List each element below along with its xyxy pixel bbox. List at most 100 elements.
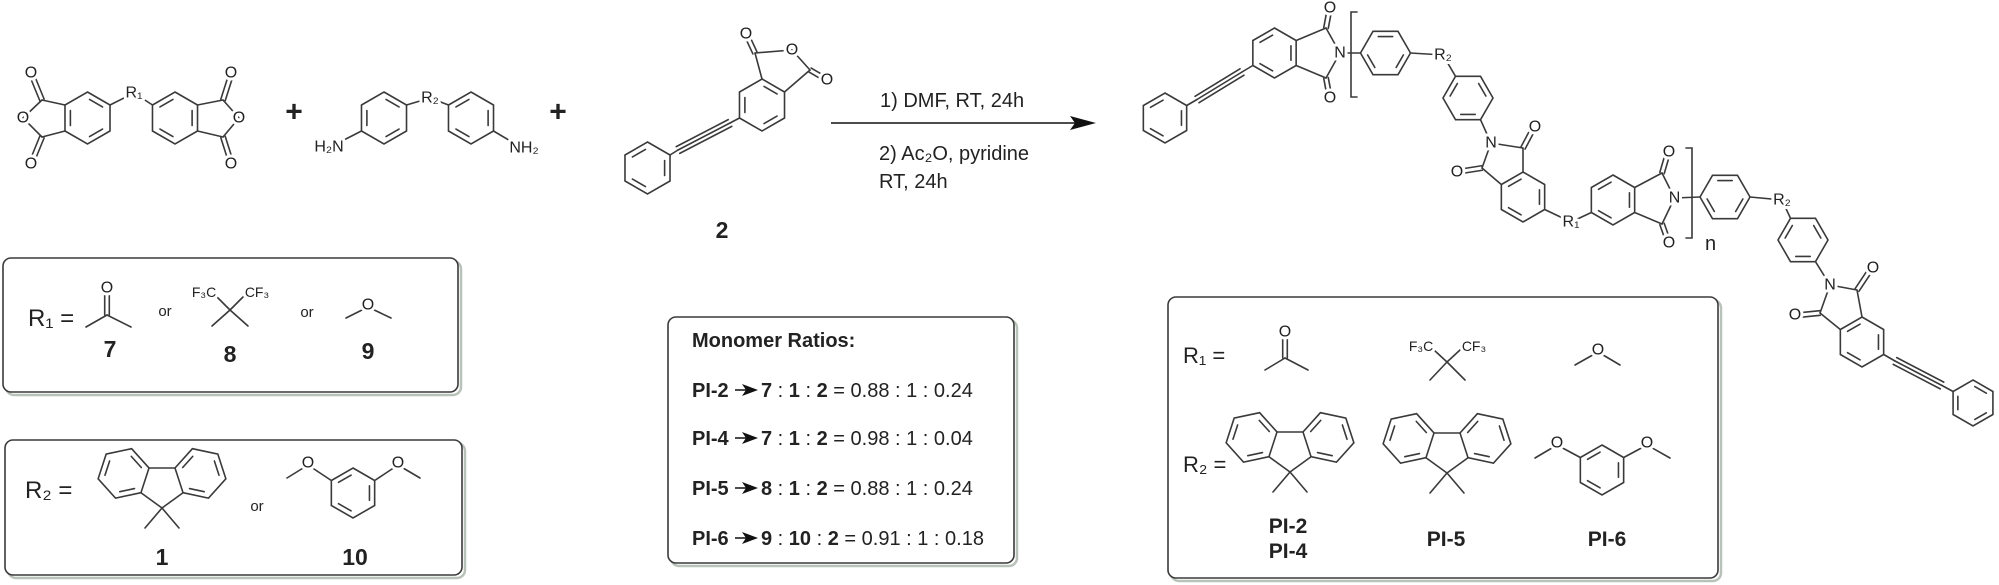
plus-sign: + [549,96,567,129]
bond [1829,284,1858,291]
ratio-ratio: 0.88 : 1 : 0.24 [851,380,973,402]
atom-label-o: O [1529,119,1541,136]
bond [1295,64,1327,79]
double-bond [745,38,754,55]
bond [1264,357,1286,371]
bond [1556,444,1582,459]
repeat-bracket-left [1350,11,1358,98]
double-bond [34,76,45,100]
double-bond [1322,10,1328,29]
bond [1633,211,1663,225]
molecule-drawings [22,10,1994,529]
ratio-arrow-head [742,532,758,544]
aromatic-bond [1812,224,1822,239]
double-bond [224,77,233,102]
condition-step-1: 1) DMF, RT, 24h [880,90,1024,112]
aromatic-bond [337,474,352,484]
ratio-expression: 9 : 10 : 2 = 0.91 : 1 : 0.18 [761,528,984,550]
ratio-endcap: 2 [817,478,828,500]
aromatic-bond [213,460,220,477]
bond [1534,444,1558,459]
atom-label-o: O [1451,164,1463,181]
atom-label-o: O [1641,435,1653,452]
monomer-ratios-box [667,316,1019,568]
ratio-diamine: 1 [789,478,800,500]
aromatic-bond [1466,420,1479,434]
repeat-unit-n: n [1705,233,1716,255]
aromatic-bond [631,148,647,158]
polymer-label-pi-6: PI-6 [1588,528,1627,551]
triple-bond [1892,363,1942,390]
aromatic-bond [1232,424,1239,441]
atom-label-nh2: NH₂ [509,140,538,157]
benzene-ring [1590,174,1636,226]
aromatic-bond [337,502,352,512]
aromatic-bond [1597,181,1612,191]
bond [1446,456,1469,474]
atom-label-f3c: F₃C [192,284,216,300]
triple-bond [678,125,733,155]
bond [405,97,431,106]
atom-label-o: O [821,72,833,89]
atom-label-n: N [1485,135,1497,152]
bond [140,491,163,509]
ratio-eq: = [828,428,851,450]
ratio-sep: : [811,528,828,550]
aromatic-bond [1597,209,1612,219]
atom-label-o: O [101,280,113,297]
aromatic-bond [1366,54,1376,69]
benzene-ring [1359,30,1412,76]
atom-label-r2: R₂ [1434,47,1452,64]
aromatic-bond [1846,351,1861,361]
bond [492,130,513,143]
atom-label-cf3: CF₃ [1462,338,1486,354]
or-text: or [158,303,171,320]
ratio-dianhydride: 7 [761,428,772,450]
benzene-ring [624,141,671,195]
atom-label-f3c: F₃C [1409,338,1433,354]
aromatic-bond [88,128,104,138]
atom-label-o: O [1551,435,1563,452]
triple-bond [1194,67,1241,98]
bond [1673,196,1701,199]
aromatic-bond [1259,62,1274,72]
atom-label-r2: R₂ [1773,192,1791,209]
bond [211,309,231,327]
double-bond [1327,11,1333,30]
ratio-ratio: 0.88 : 1 : 0.24 [851,478,973,500]
ratio-dianhydride: 8 [761,478,772,500]
aromatic-bond [1149,99,1164,109]
bond [1325,27,1341,54]
ratio-arrow-head [742,432,758,444]
bond [1856,289,1863,318]
benzene-ring [1839,316,1885,368]
bond [729,117,741,124]
aromatic-bond [159,98,174,108]
compound-label-10: 10 [342,544,368,570]
aromatic-bond [1974,411,1988,421]
aromatic-bond [385,98,400,108]
polymer-label-pi-4: PI-4 [1269,540,1308,563]
polymer-substituent-box [1167,296,1723,583]
aromatic-bond [631,178,647,188]
aromatic-bond [1316,451,1334,457]
bond [85,314,108,328]
bond [1479,118,1492,144]
aromatic-bond [1149,127,1164,137]
benzene-ring [151,91,199,145]
bond [1661,197,1676,225]
ratio-ratio: 0.98 : 1 : 0.04 [851,428,973,450]
bond [229,296,244,311]
methyl-bond [161,507,180,529]
or-text: or [300,304,313,321]
ratio-sep: : [772,428,789,450]
double-bond [1461,164,1483,170]
benzene-ring [738,78,786,132]
polymer-name: PI-5 [692,478,729,500]
double-bond [1520,129,1531,148]
double-bond [34,137,45,161]
bond [1574,351,1599,366]
aromatic-bond [763,85,778,95]
aromatic-bond [1846,323,1861,333]
